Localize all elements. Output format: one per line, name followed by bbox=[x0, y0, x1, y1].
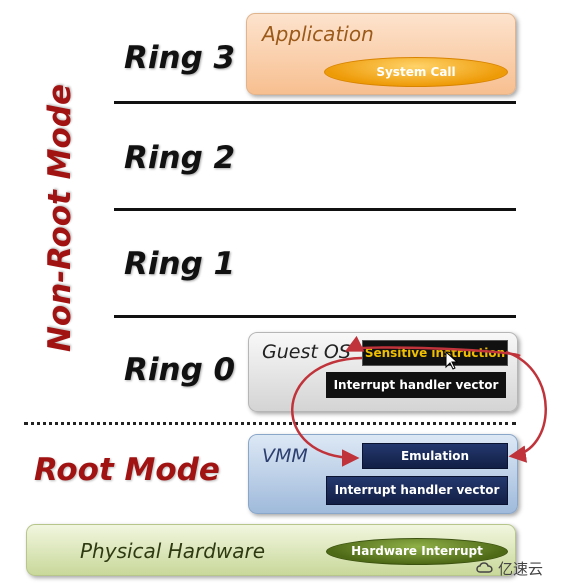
ring-0-label: Ring 0 bbox=[124, 352, 236, 388]
cloud-logo-icon bbox=[476, 562, 493, 573]
return-arrow-to-sensitive bbox=[344, 335, 521, 358]
root-mode-label: Root Mode bbox=[34, 452, 220, 488]
guest-interrupt-handler-box: Interrupt handler vector bbox=[326, 372, 506, 398]
mouse-cursor-icon bbox=[445, 350, 459, 370]
system-call-pill: System Call bbox=[324, 57, 508, 87]
physical-hardware-title: Physical Hardware bbox=[80, 539, 266, 563]
ring-3-label: Ring 3 bbox=[124, 40, 236, 76]
ring-separator bbox=[114, 208, 516, 211]
ring-2-label: Ring 2 bbox=[124, 140, 236, 176]
emulation-box: Emulation bbox=[362, 443, 508, 469]
vmm-interrupt-handler-box: Interrupt handler vector bbox=[326, 476, 508, 505]
guest-os-title: Guest OS bbox=[262, 341, 351, 363]
mode-separator bbox=[24, 422, 516, 425]
ring-separator bbox=[114, 315, 516, 318]
hardware-interrupt-pill: Hardware Interrupt bbox=[326, 538, 508, 565]
watermark-text: 亿速云 bbox=[498, 560, 544, 578]
ring-separator bbox=[114, 101, 516, 104]
return-arrow bbox=[505, 350, 547, 463]
trap-arrow bbox=[291, 356, 363, 467]
ring-1-label: Ring 1 bbox=[124, 246, 236, 282]
vmm-title: VMM bbox=[262, 445, 308, 467]
application-title: Application bbox=[262, 22, 374, 46]
